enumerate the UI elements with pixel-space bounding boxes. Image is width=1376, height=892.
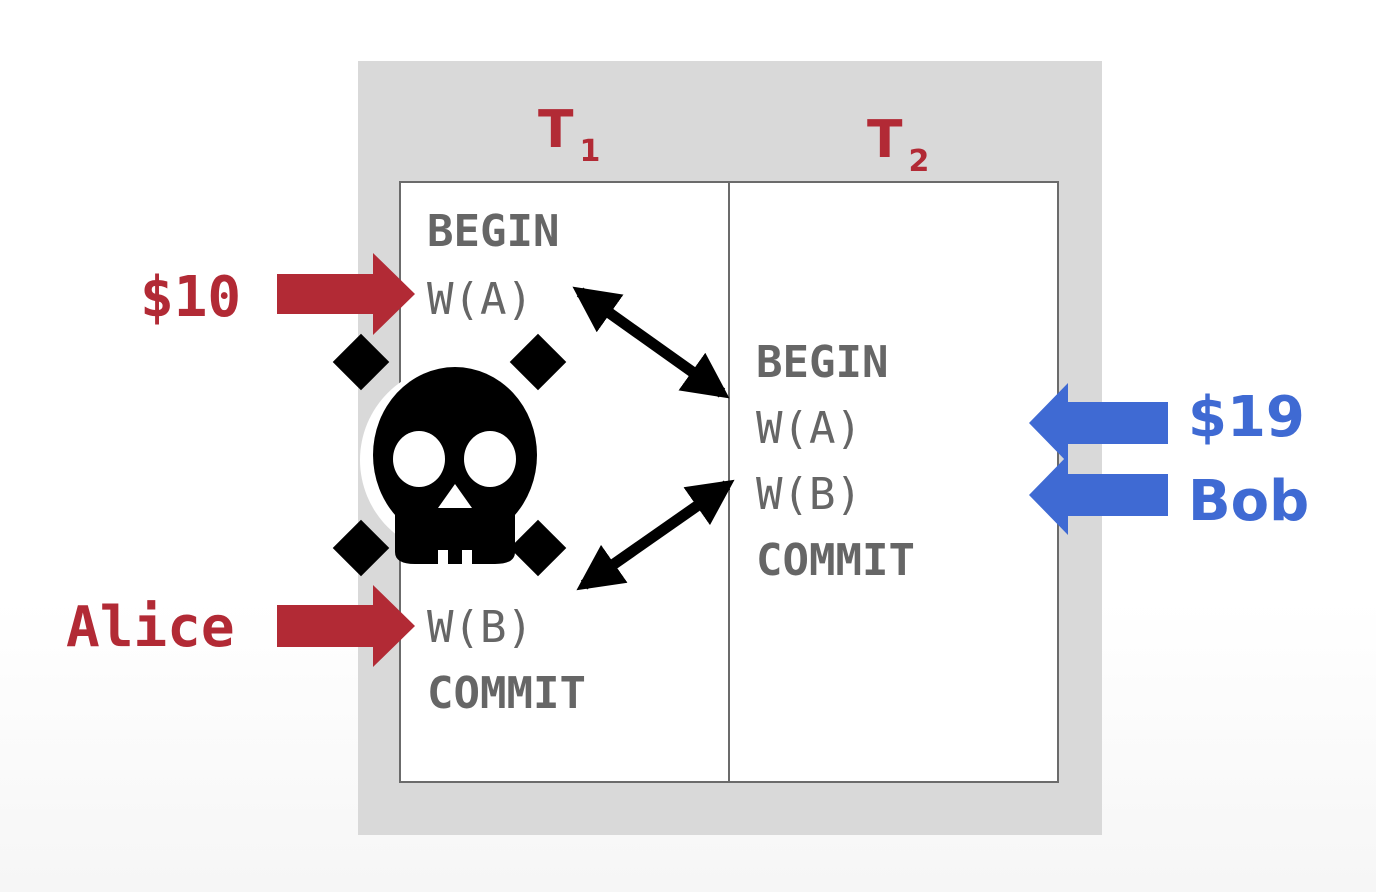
t2-subscript: 2 <box>908 144 930 179</box>
t2-begin: BEGIN <box>756 337 889 388</box>
t2-user-label: Bob <box>1188 469 1310 534</box>
column-divider <box>728 181 730 783</box>
t2-write-b: W(B) <box>756 469 862 520</box>
t1-begin: BEGIN <box>427 206 560 257</box>
t2-commit: COMMIT <box>756 535 915 586</box>
t2-value-label: $19 <box>1188 385 1305 450</box>
t1-write-b: W(B) <box>427 602 533 653</box>
t1-write-a: W(A) <box>427 274 533 325</box>
t1-commit: COMMIT <box>427 668 586 719</box>
t1-subscript: 1 <box>579 134 601 169</box>
t2-write-a: W(A) <box>756 403 862 454</box>
t1-value-label: $10 <box>140 265 242 330</box>
t1-user-label: Alice <box>66 595 235 660</box>
